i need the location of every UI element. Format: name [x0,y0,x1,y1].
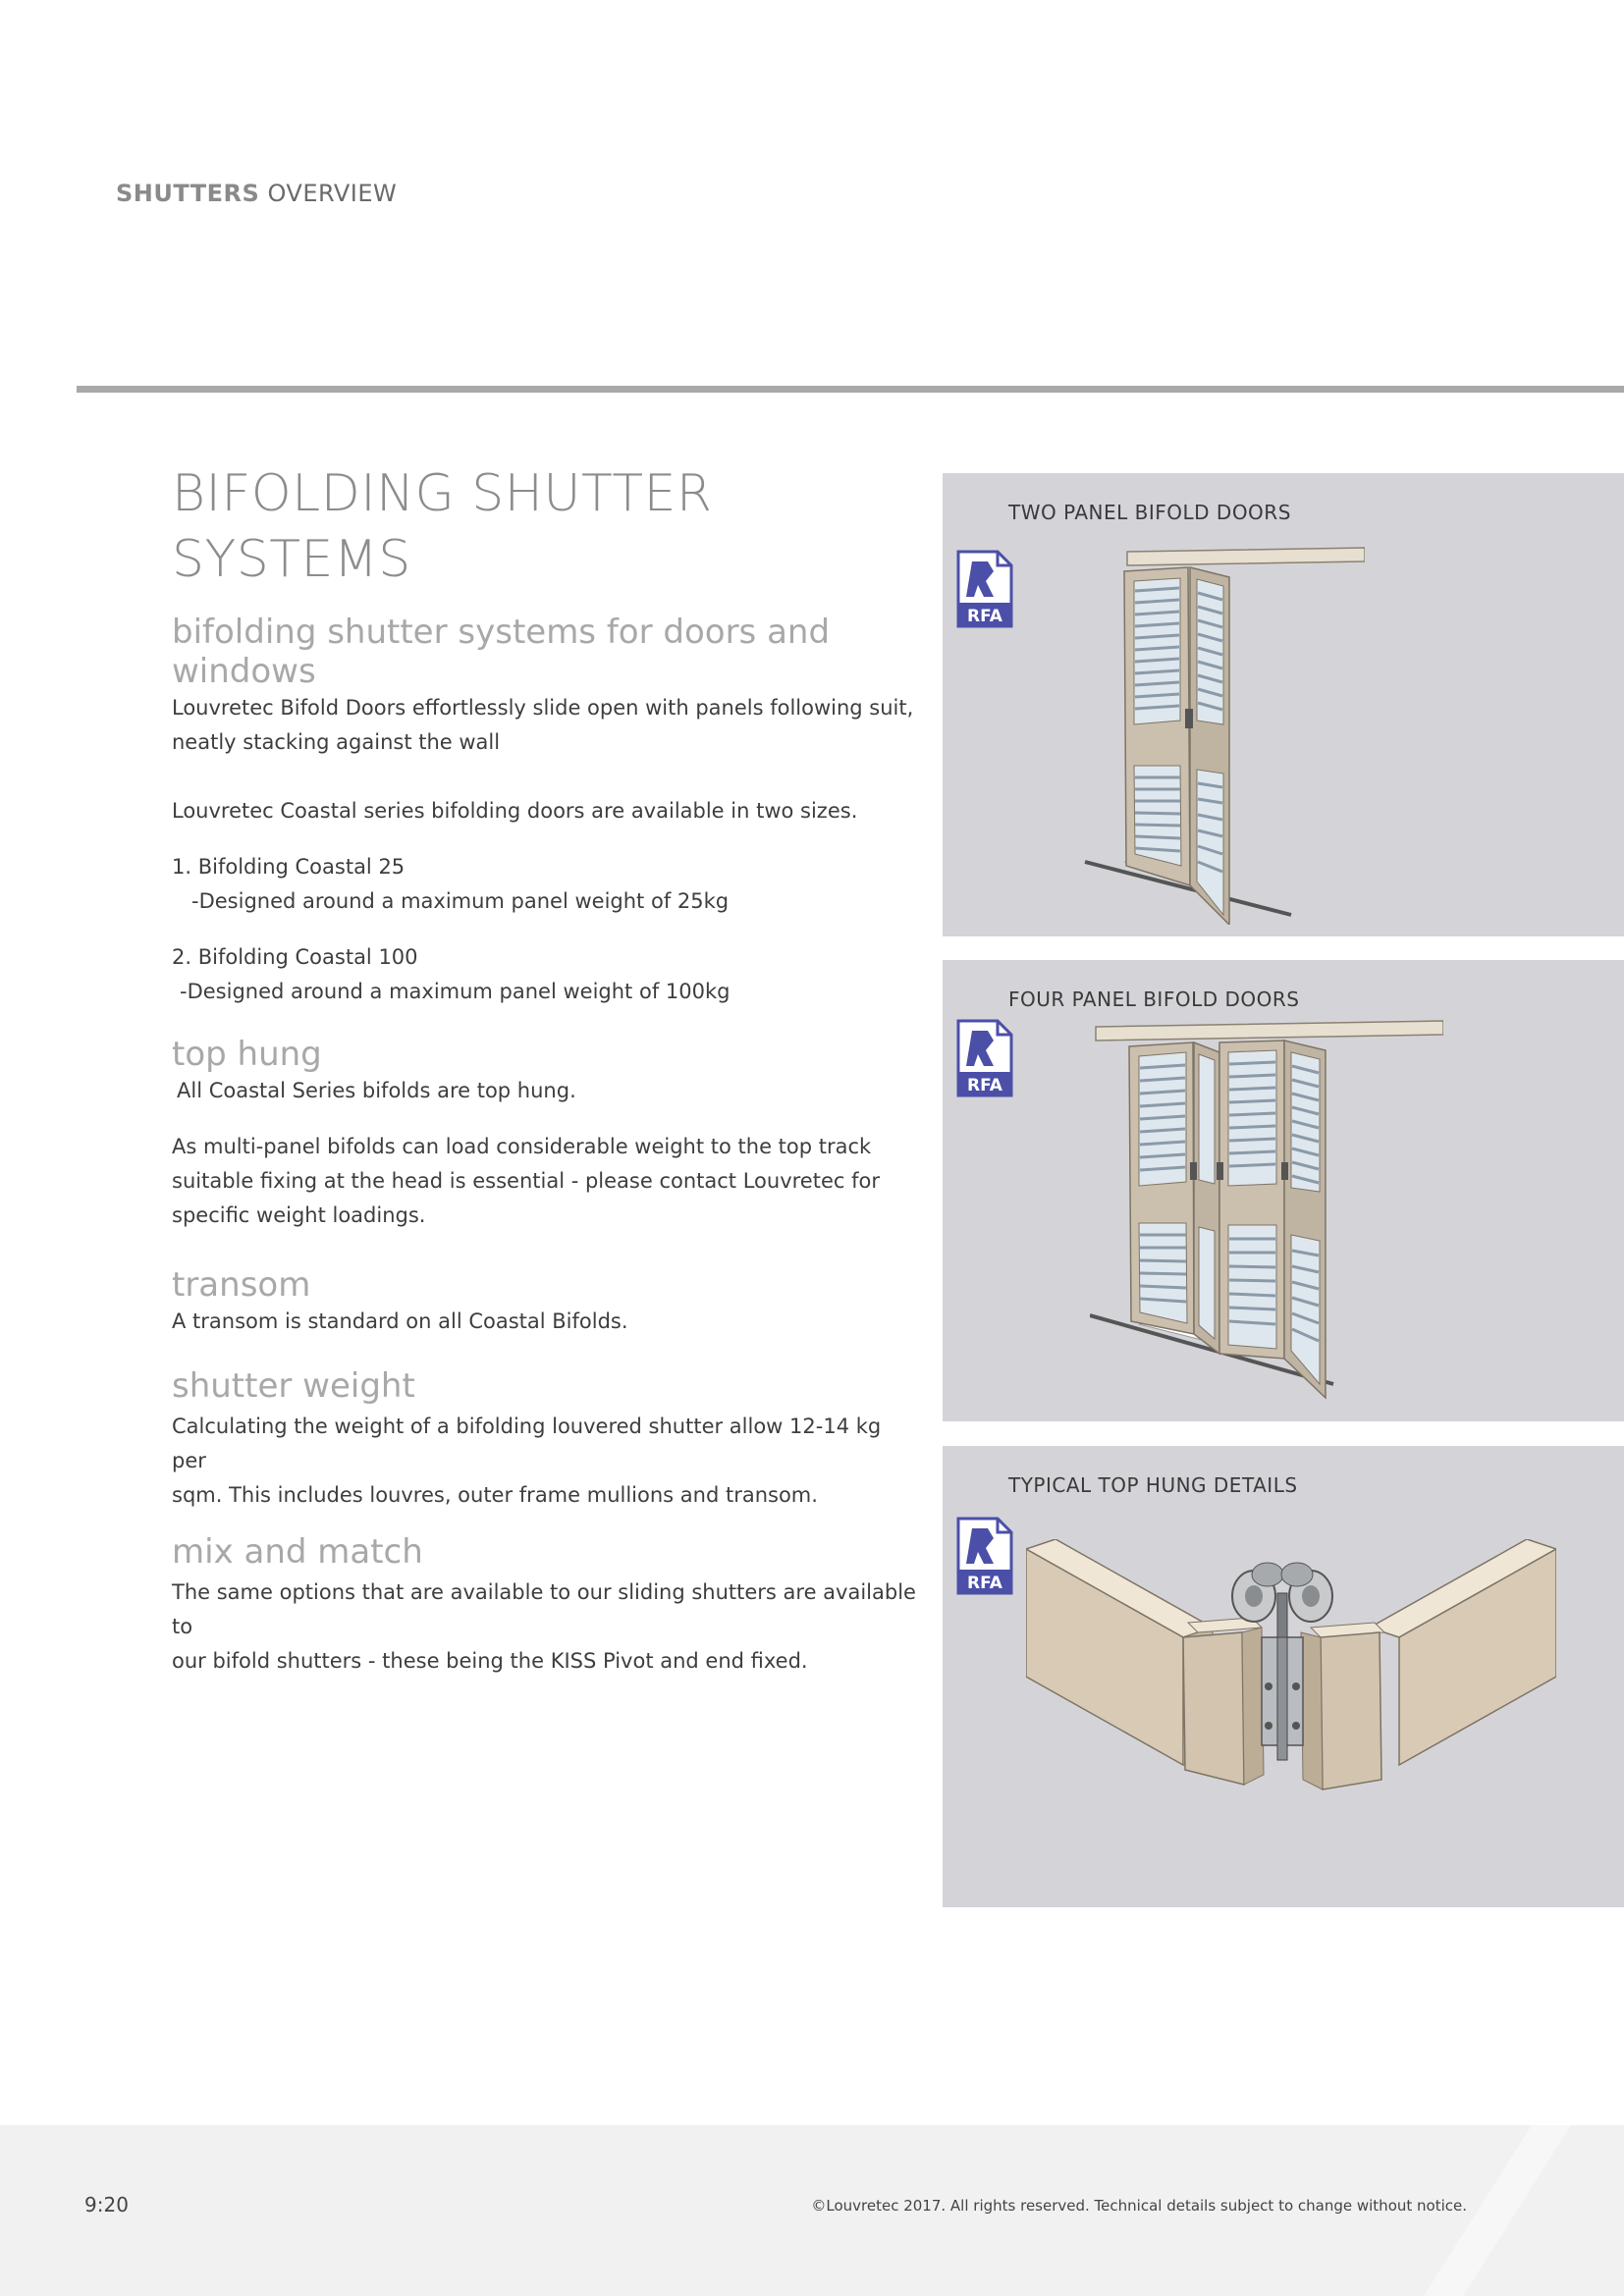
copyright-notice: ©Louvretec 2017. All rights reserved. Te… [811,2197,1467,2215]
intro-p1-line1: Louvretec Bifold Doors effortlessly slid… [172,696,914,720]
content-column: BIFOLDING SHUTTER SYSTEMS bifolding shut… [172,461,918,1679]
section-header: SHUTTERS OVERVIEW [116,180,397,207]
title-line1: BIFOLDING SHUTTER [172,464,713,523]
list1-desc: -Designed around a maximum panel weight … [191,889,730,913]
panel-two-panel-bifold: TWO PANEL BIFOLD DOORS RFA [943,473,1624,936]
header-bold: SHUTTERS [116,180,260,207]
rfa-file-icon[interactable]: RFA [954,1019,1013,1097]
panel-four-panel-bifold: FOUR PANEL BIFOLD DOORS RFA [943,960,1624,1421]
list-item-1: 1. Bifolding Coastal 25 -Designed around… [172,850,918,919]
intro-p1-line2: neatly stacking against the wall [172,730,501,754]
list2-title: 2. Bifolding Coastal 100 [172,945,418,969]
weight-p-line2: sqm. This includes louvres, outer frame … [172,1483,818,1507]
panel-label: FOUR PANEL BIFOLD DOORS [1008,988,1300,1011]
rfa-file-icon[interactable]: RFA [954,550,1013,628]
list-item-2: 2. Bifolding Coastal 100 -Designed aroun… [172,940,918,1009]
footer-decoration [1424,2125,1571,2296]
list1-title: 1. Bifolding Coastal 25 [172,855,406,879]
weight-p-line1: Calculating the weight of a bifolding lo… [172,1415,882,1472]
title-line2: SYSTEMS [172,530,411,589]
panel-label: TYPICAL TOP HUNG DETAILS [1008,1473,1298,1497]
list2-desc: -Designed around a maximum panel weight … [180,980,731,1003]
mix-paragraph: The same options that are available to o… [172,1575,918,1679]
top-hung-detail-illustration [1026,1539,1556,1790]
page-title: BIFOLDING SHUTTER SYSTEMS [172,461,918,593]
page-number: 9:20 [84,2193,129,2216]
two-panel-bifold-illustration [1084,547,1365,925]
transom-paragraph: A transom is standard on all Coastal Bif… [172,1309,628,1333]
header-rule [77,386,1624,393]
intro-heading: bifolding shutter systems for doors and … [172,613,831,691]
weight-heading: shutter weight [172,1366,415,1406]
top-hung-p2-line1: As multi-panel bifolds can load consider… [172,1135,872,1158]
rfa-badge: RFA [967,1574,1003,1593]
panel-top-hung-details: TYPICAL TOP HUNG DETAILS RFA [943,1446,1624,1907]
rfa-badge: RFA [967,607,1003,626]
panel-label: TWO PANEL BIFOLD DOORS [1008,501,1291,524]
weight-paragraph: Calculating the weight of a bifolding lo… [172,1410,918,1513]
top-hung-p2-line2: suitable fixing at the head is essential… [172,1169,880,1193]
four-panel-bifold-illustration [1090,1020,1443,1400]
transom-heading: transom [172,1265,311,1305]
top-hung-heading: top hung [172,1035,322,1074]
rfa-file-icon[interactable]: RFA [954,1517,1013,1595]
top-hung-p2-line3: specific weight loadings. [172,1203,426,1227]
top-hung-p1: All Coastal Series bifolds are top hung. [177,1079,576,1102]
mix-p-line1: The same options that are available to o… [172,1580,916,1638]
footer [0,2125,1624,2296]
mix-heading: mix and match [172,1532,423,1572]
intro-paragraph: Louvretec Bifold Doors effortlessly slid… [172,691,918,760]
intro-sizes: Louvretec Coastal series bifolding doors… [172,799,858,823]
header-rest: OVERVIEW [267,180,398,207]
mix-p-line2: our bifold shutters - these being the KI… [172,1649,808,1673]
top-hung-p2: As multi-panel bifolds can load consider… [172,1130,918,1233]
rfa-badge: RFA [967,1076,1003,1095]
